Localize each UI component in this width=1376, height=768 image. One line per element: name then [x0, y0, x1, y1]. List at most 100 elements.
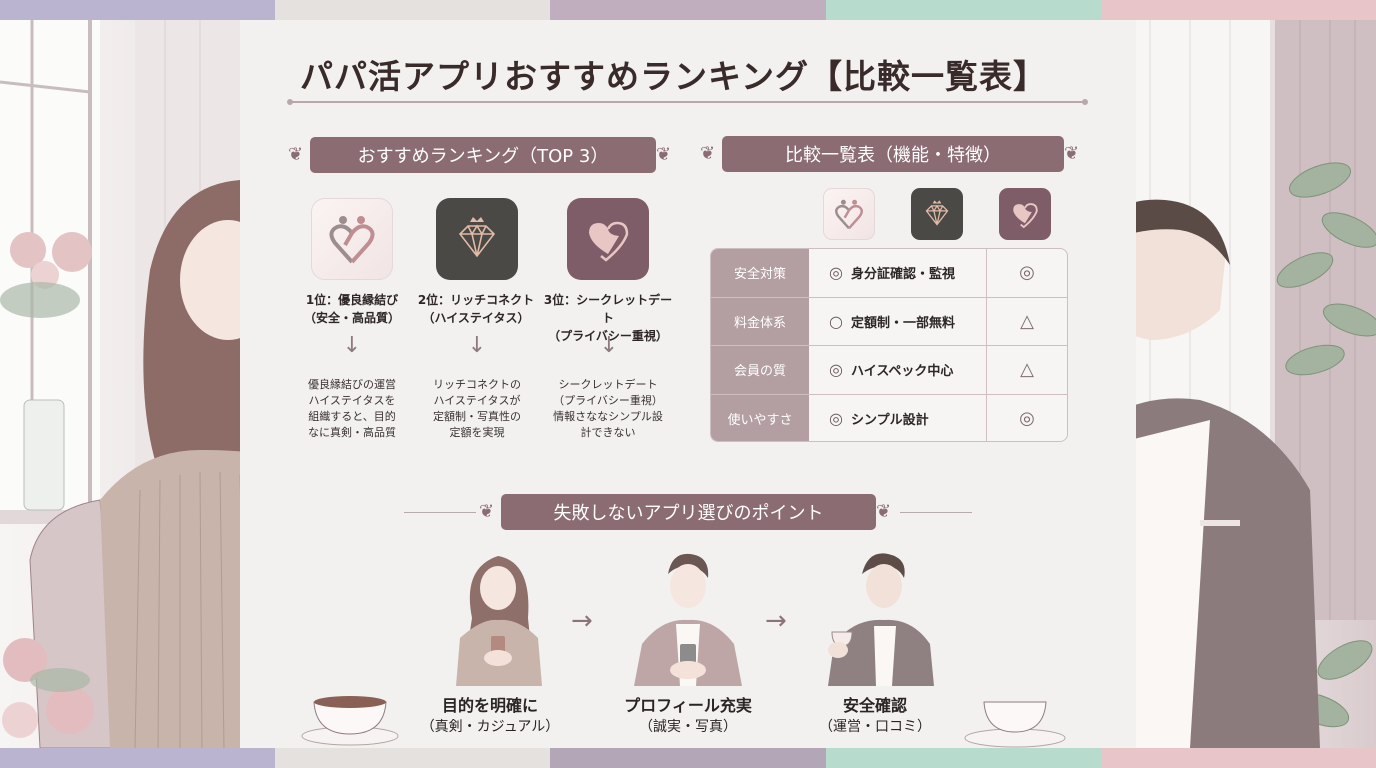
row-value: ◎ シンプル設計 [809, 394, 987, 441]
double-circle-icon: ◎ [1019, 262, 1035, 284]
right-arrow-icon: → [765, 606, 787, 636]
step-3-subtitle: （運営・口コミ） [819, 719, 931, 735]
ornament-left-icon: ❦ [700, 143, 716, 164]
stripe-lavender [0, 0, 276, 20]
comparison-banner-label: 比較一覧表（機能・特徴） [785, 145, 1001, 166]
rank-3-description: シークレットデート （プライバシー重視） 情報さななシンプル設 計できない [543, 377, 673, 441]
step-3-title: 安全確認 [842, 696, 907, 715]
stripe-mauve [550, 748, 826, 768]
circle-icon: ○ [829, 311, 843, 331]
intertwined-hearts-icon [329, 216, 375, 264]
points-banner-label: 失敗しないアプリ選びのポイント [553, 503, 824, 524]
triangle-icon: △ [1020, 310, 1034, 332]
step-2-subtitle: （誠実・写真） [639, 719, 737, 735]
row-header: 使いやすさ [711, 394, 809, 441]
rank-1-label: 1位：優良縁結び （安全・高品質） [282, 291, 422, 327]
rank-2-tagline: （ハイステイタス） [422, 311, 530, 325]
ornament-right-icon: ❦ [876, 501, 892, 522]
double-circle-icon: ◎ [829, 409, 843, 429]
stripe-beige [275, 0, 551, 20]
down-arrow-icon: ↓ [467, 333, 487, 358]
row-value: ◎ ハイスペック中心 [809, 346, 987, 394]
desc-line: なに真剣・高品質 [308, 426, 396, 439]
down-arrow-icon: ↓ [342, 333, 362, 358]
app-icon-secret-date[interactable] [567, 198, 649, 280]
row-header: 料金体系 [711, 297, 809, 345]
woman-with-phone-figure [452, 548, 544, 686]
desc-line: 定額を実現 [449, 426, 505, 439]
title-divider [287, 99, 1088, 105]
right-arrow-icon: → [571, 606, 593, 636]
comparison-banner: ❦ 比較一覧表（機能・特徴） ❦ [700, 136, 1079, 172]
top-color-stripe [0, 0, 1376, 20]
double-circle-icon: ◎ [1019, 408, 1035, 430]
man-with-coffee-figure [826, 548, 934, 686]
desc-line: ハイステイタスを [308, 394, 396, 407]
section-divider-right [900, 512, 972, 513]
desc-line: 組織すると、目的 [308, 410, 396, 423]
stripe-lavender [0, 748, 276, 768]
table-row: 安全対策 ◎ 身分証確認・監視 ◎ [711, 249, 1067, 298]
desc-line: （プライバシー重視） [553, 394, 663, 407]
table-row: 料金体系 ○ 定額制・一部無料 △ [711, 297, 1067, 346]
app-icon-yuryo-enmusubi[interactable] [311, 198, 393, 280]
row-header: 会員の質 [711, 346, 809, 394]
rank-3-tagline: （プライバシー重視） [548, 329, 668, 343]
rank-3-label: 3位：シークレットデート （プライバシー重視） [538, 291, 678, 345]
bottom-color-stripe [0, 748, 1376, 768]
man-with-phone-figure [632, 548, 744, 686]
stripe-pink [1100, 0, 1376, 20]
page-title: パパ活アプリおすすめランキング【比較一覧表】 [300, 57, 1048, 96]
step-1-title: 目的を明確に [441, 696, 538, 715]
teacup-left-icon [301, 696, 399, 746]
rank-2-description: リッチコネクトの ハイステイタスが 定額制・写真性の 定額を実現 [412, 377, 542, 441]
desc-line: 優良縁結びの運営 [308, 378, 396, 391]
down-arrow-icon: ↓ [599, 333, 619, 358]
desc-line: ハイステイタスが [433, 394, 521, 407]
stripe-mint [825, 0, 1101, 20]
stripe-beige [275, 748, 551, 768]
desc-line: 計できない [580, 426, 636, 439]
row-value-text: 身分証確認・監視 [850, 267, 955, 283]
app-icon-rich-connect[interactable] [436, 198, 518, 280]
desc-line: シークレットデート [558, 378, 658, 391]
rank-1-tagline: （安全・高品質） [303, 311, 400, 325]
man-phone-illustration [634, 553, 742, 686]
ornament-left-icon: ❦ [479, 501, 495, 522]
ornament-right-icon: ❦ [1064, 143, 1080, 164]
ranking-banner-label: おすすめランキング（TOP 3） [357, 146, 609, 167]
cafe-man-scene [1090, 20, 1376, 748]
row-value: ◎ 身分証確認・監視 [809, 249, 987, 297]
rank-2-label: 2位：リッチコネクト （ハイステイタス） [406, 291, 546, 327]
points-banner: ❦ 失敗しないアプリ選びのポイント ❦ [479, 494, 891, 530]
desc-line: 定額制・写真性の [433, 410, 521, 423]
row-header: 安全対策 [711, 249, 809, 297]
diamond-crown-icon [458, 217, 496, 258]
rank-1-description: 優良縁結びの運営 ハイステイタスを 組織すると、目的 なに真剣・高品質 [287, 377, 417, 441]
ornament-left-icon: ❦ [288, 144, 304, 165]
teacup-right-icon [964, 701, 1066, 748]
desc-line: リッチコネクトの [433, 378, 521, 391]
ranking-banner: ❦ おすすめランキング（TOP 3） ❦ [288, 137, 671, 173]
column-icon-rich-connect [911, 188, 963, 240]
rank-3-name: 3位：シークレットデート [543, 293, 673, 325]
heart-check-icon [1013, 203, 1038, 229]
row-value-text: 定額制・一部無料 [850, 315, 955, 331]
heart-check-icon [589, 221, 629, 262]
rank-1-name: 1位：優良縁結び [305, 293, 399, 307]
intertwined-hearts-icon [835, 199, 863, 230]
triangle-icon: △ [1020, 359, 1034, 381]
rank-2-name: 2位：リッチコネクト [417, 293, 535, 307]
comparison-table: 安全対策 ◎ 身分証確認・監視 ◎ 料金体系 ○ 定額制・一部無料 △ 会員の質… [710, 248, 1068, 442]
row-value: ○ 定額制・一部無料 [809, 297, 987, 345]
ornament-right-icon: ❦ [656, 144, 672, 165]
double-circle-icon: ◎ [829, 263, 843, 283]
section-divider-left [404, 512, 476, 513]
diamond-crown-icon [925, 200, 949, 226]
stripe-mint [825, 748, 1101, 768]
double-circle-icon: ◎ [829, 360, 843, 380]
woman-phone-illustration [456, 556, 542, 686]
column-icon-yuryo-enmusubi [823, 188, 875, 240]
man-coffee-illustration [828, 553, 934, 686]
table-row: 会員の質 ◎ ハイスペック中心 △ [711, 346, 1067, 395]
